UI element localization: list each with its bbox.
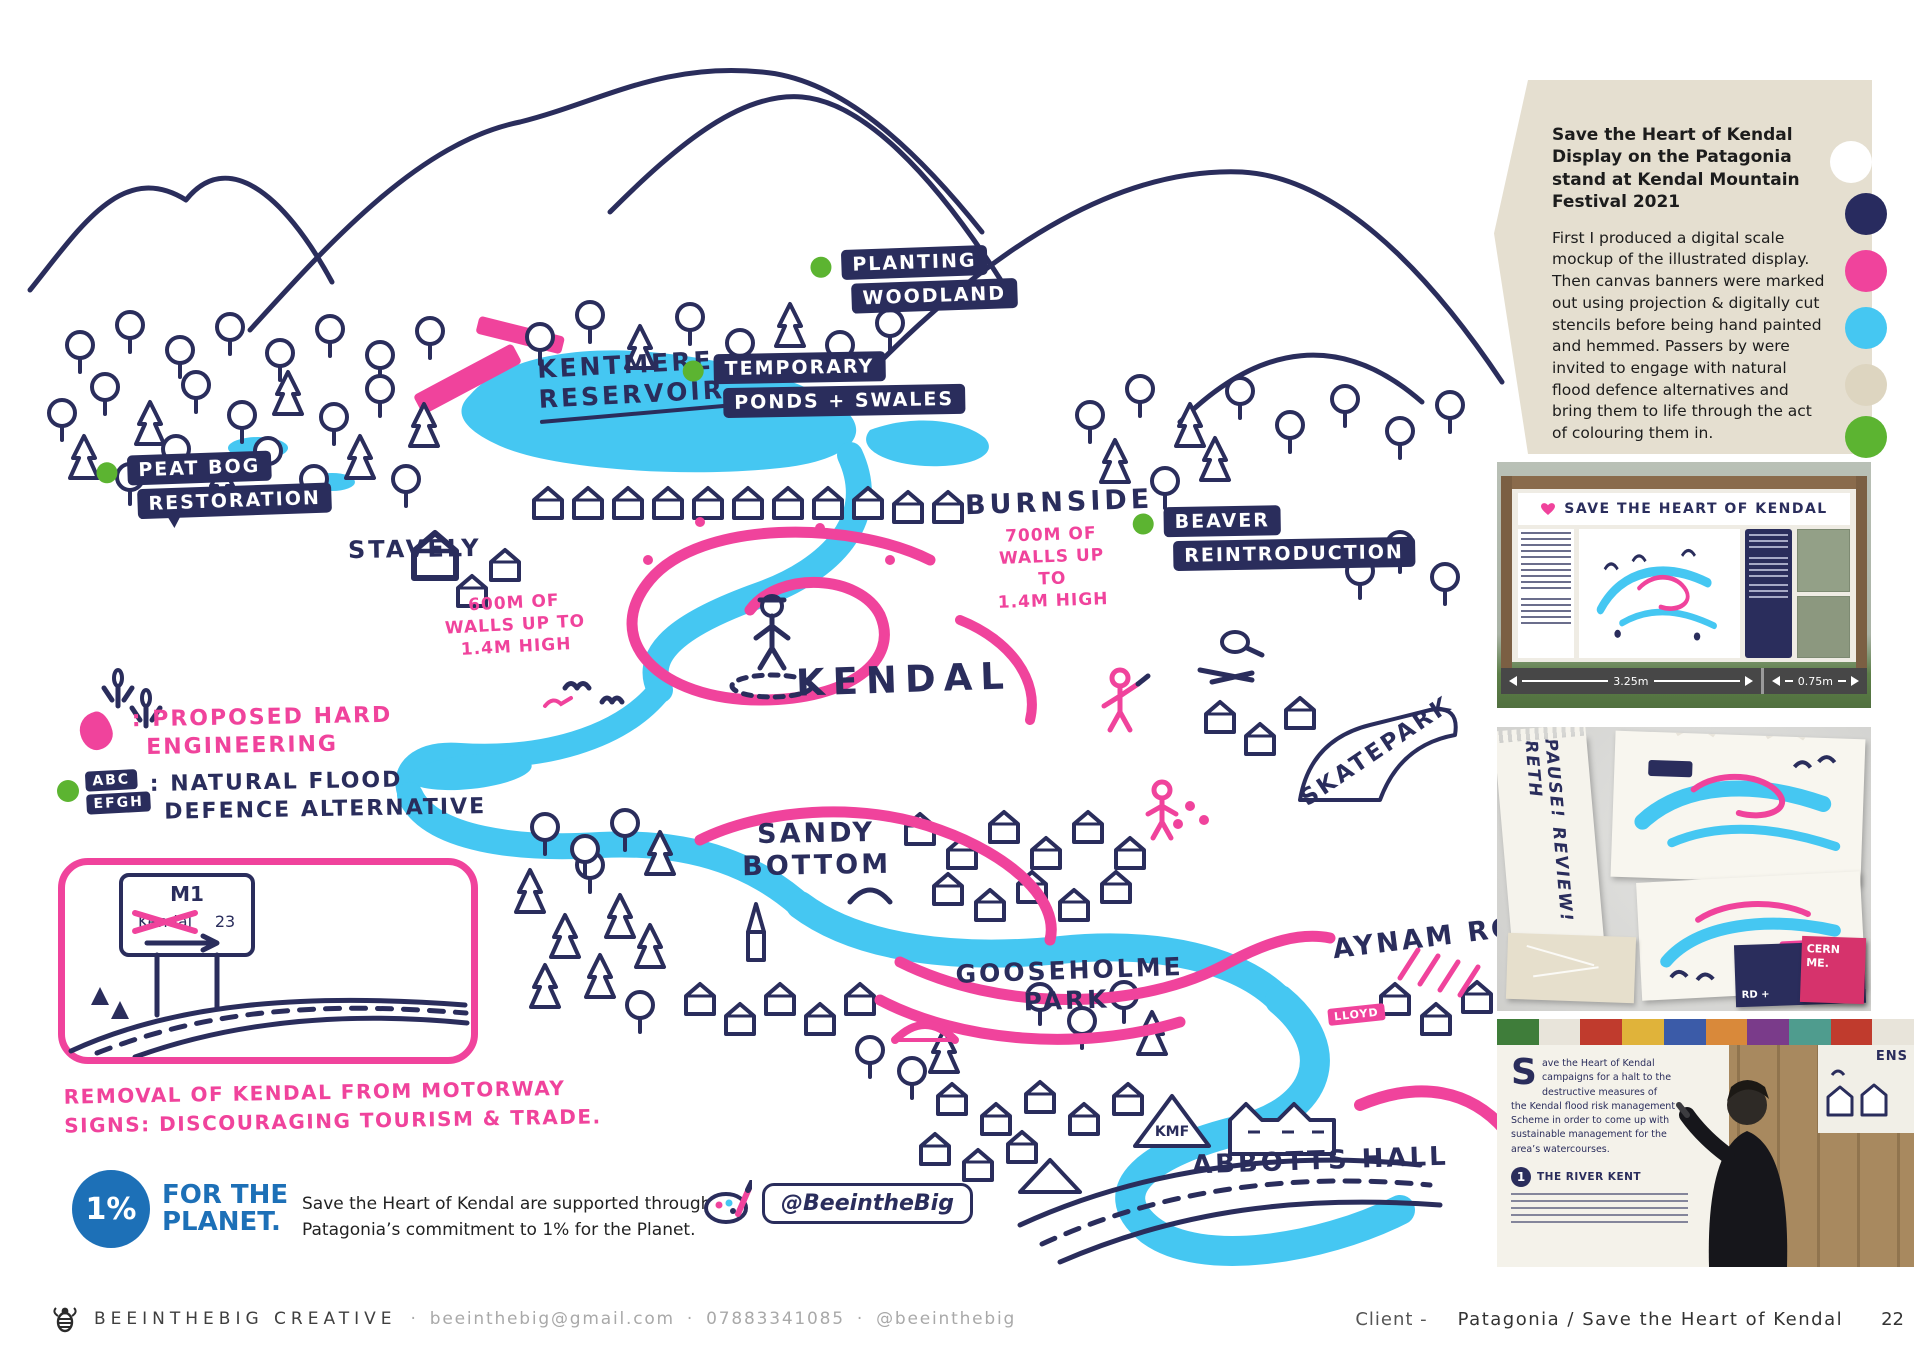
pink-bridge — [891, 1021, 959, 1044]
heart-logo-icon — [1541, 503, 1556, 515]
pink-strike-icon — [132, 910, 198, 934]
page-footer: BEEINTHEBIG CREATIVE · beeinthebig@gmail… — [0, 1296, 1920, 1342]
dimension-depth: 0.75m — [1764, 668, 1867, 694]
arrow-left-icon — [1771, 676, 1780, 686]
display-right-navy-panel — [1745, 529, 1792, 658]
swatch-green — [1845, 416, 1887, 458]
panel-title: Save the Heart of Kendal Display on the … — [1552, 125, 1800, 213]
arrow-right-icon — [1851, 676, 1859, 686]
map-label-text: PLANTING — [840, 244, 988, 281]
legend-natural-flood: : NATURAL FLOOD DEFENCE ALTERNATIVE — [149, 767, 487, 825]
client-label: Client - — [1355, 1308, 1428, 1330]
map-label-sandy-bottom: SANDY BOTTOM — [742, 816, 892, 883]
sign-distance: 23 — [215, 912, 235, 931]
map-label-temporary-ponds: TEMPORARY PONDS + SWALES — [682, 350, 966, 422]
support-text: Save the Heart of Kendal are supported t… — [302, 1194, 712, 1240]
panel-notch — [1830, 141, 1872, 183]
display-wood-post — [1856, 476, 1867, 686]
folded-banner-pink: CERN ME. — [1799, 935, 1867, 1005]
display-left-text-column — [1518, 529, 1575, 658]
pink-figure-axe — [1101, 667, 1151, 733]
panel-body: First I produced a digital scale mockup … — [1552, 228, 1825, 442]
legend-letters: ABC EFGH — [84, 768, 152, 817]
painted-banner: S ave the Heart of Kendal campaigns for … — [1497, 1045, 1729, 1267]
email-text: beeinthebig@gmail.com — [429, 1309, 675, 1329]
one-percent-logo: 1% FOR THE PLANET. — [72, 1170, 288, 1248]
photo-display-mockup: SAVE THE HEART OF KENDAL — [1497, 462, 1871, 708]
contact-line: · beeinthebig@gmail.com · 07883341085 · … — [410, 1309, 1017, 1329]
swatch-pink — [1845, 250, 1887, 292]
map-label-kendal: KENDAL — [795, 654, 1013, 705]
bunting-flags — [1497, 1019, 1914, 1045]
tote-bag — [1610, 727, 1866, 886]
photo-banner-painting: S ave the Heart of Kendal campaigns for … — [1497, 1019, 1914, 1267]
map-label-kentmere-reservoir: KENTMERE RESERVOIR — [536, 345, 726, 421]
map-label-burnside: BURNSIDE — [964, 483, 1154, 522]
one-percent-circle-icon: 1% — [72, 1170, 150, 1248]
sign-road: M1 — [170, 882, 204, 906]
sign-caption: REMOVAL OF KENDAL FROM MOTORWAY SIGNS: D… — [63, 1075, 602, 1138]
social-handle-text: @beeinthebig — [876, 1309, 1017, 1329]
painter-silhouette — [1676, 1080, 1788, 1267]
swatch-navy — [1845, 193, 1887, 235]
pink-figure — [1145, 779, 1179, 841]
map-note-600m-walls: 600M OF WALLS UP TO 1.4M HIGH — [444, 590, 586, 661]
step-number: 1 — [1511, 1166, 1531, 1187]
map-label-stavely: STAVELY — [347, 533, 482, 565]
one-percent-wordmark: FOR THE PLANET. — [162, 1180, 289, 1237]
studio-name: BEEINTHEBIG CREATIVE — [94, 1309, 397, 1329]
display-wood-beam — [1501, 476, 1867, 489]
display-wood-post — [1501, 476, 1512, 686]
motorway-sign-vignette: M1 Kendal 23 — [58, 858, 478, 1064]
arrow-left-icon — [1509, 676, 1517, 686]
display-header: SAVE THE HEART OF KENDAL — [1518, 493, 1850, 525]
palette-icon — [704, 1180, 752, 1224]
project-description-panel: Save the Heart of Kendal Display on the … — [1494, 80, 1872, 454]
map-label-peat-bog: PEAT BOG RESTORATION — [96, 448, 333, 523]
canvas-pouch — [1505, 932, 1637, 1004]
bee-icon — [53, 1307, 77, 1333]
kmf-tent-label: KMF — [1155, 1124, 1189, 1140]
phone-text: 07883341085 — [706, 1309, 845, 1329]
figure-drawing-person — [729, 594, 815, 700]
swatch-beige — [1845, 364, 1887, 406]
adjacent-banner: ENS — [1818, 1045, 1914, 1133]
beaver-drawing — [1197, 630, 1265, 685]
client-value: Patagonia / Save the Heart of Kendal — [1457, 1308, 1844, 1330]
photo-canvas-banners: PAUSE! REVIEW! RETH RD — [1497, 727, 1871, 1011]
legend-hard-engineering: : PROPOSED HARD ENGINEERING — [131, 702, 393, 760]
map-label-planting-woodland: PLANTING WOODLAND — [810, 244, 1018, 318]
map-label-beaver: BEAVER REINTRODUCTION — [1132, 503, 1416, 575]
dimension-bar: 3.25m 0.75m — [1501, 668, 1867, 694]
map-note-700m-walls: 700M OF WALLS UP TO 1.4M HIGH — [997, 523, 1109, 614]
display-photo-thumbs — [1796, 529, 1850, 658]
dimension-width: 3.25m — [1501, 668, 1761, 694]
display-board: SAVE THE HEART OF KENDAL — [1512, 489, 1856, 662]
legend-green-dot-icon — [57, 780, 79, 802]
arrow-right-icon — [1744, 676, 1753, 686]
swatch-cyan — [1845, 307, 1887, 349]
display-map-panel — [1579, 529, 1741, 658]
page-number: 22 — [1881, 1308, 1904, 1330]
step-title: THE RIVER KENT — [1537, 1170, 1642, 1183]
map-label-gooseholme-park: GOOSEHOLME PARK — [955, 951, 1185, 1016]
artist-handle-badge: @BeeintheBig — [700, 1180, 973, 1226]
map-label-text: WOODLAND — [851, 277, 1018, 314]
motorway-sign-drawing: M1 Kendal 23 — [68, 873, 470, 1060]
